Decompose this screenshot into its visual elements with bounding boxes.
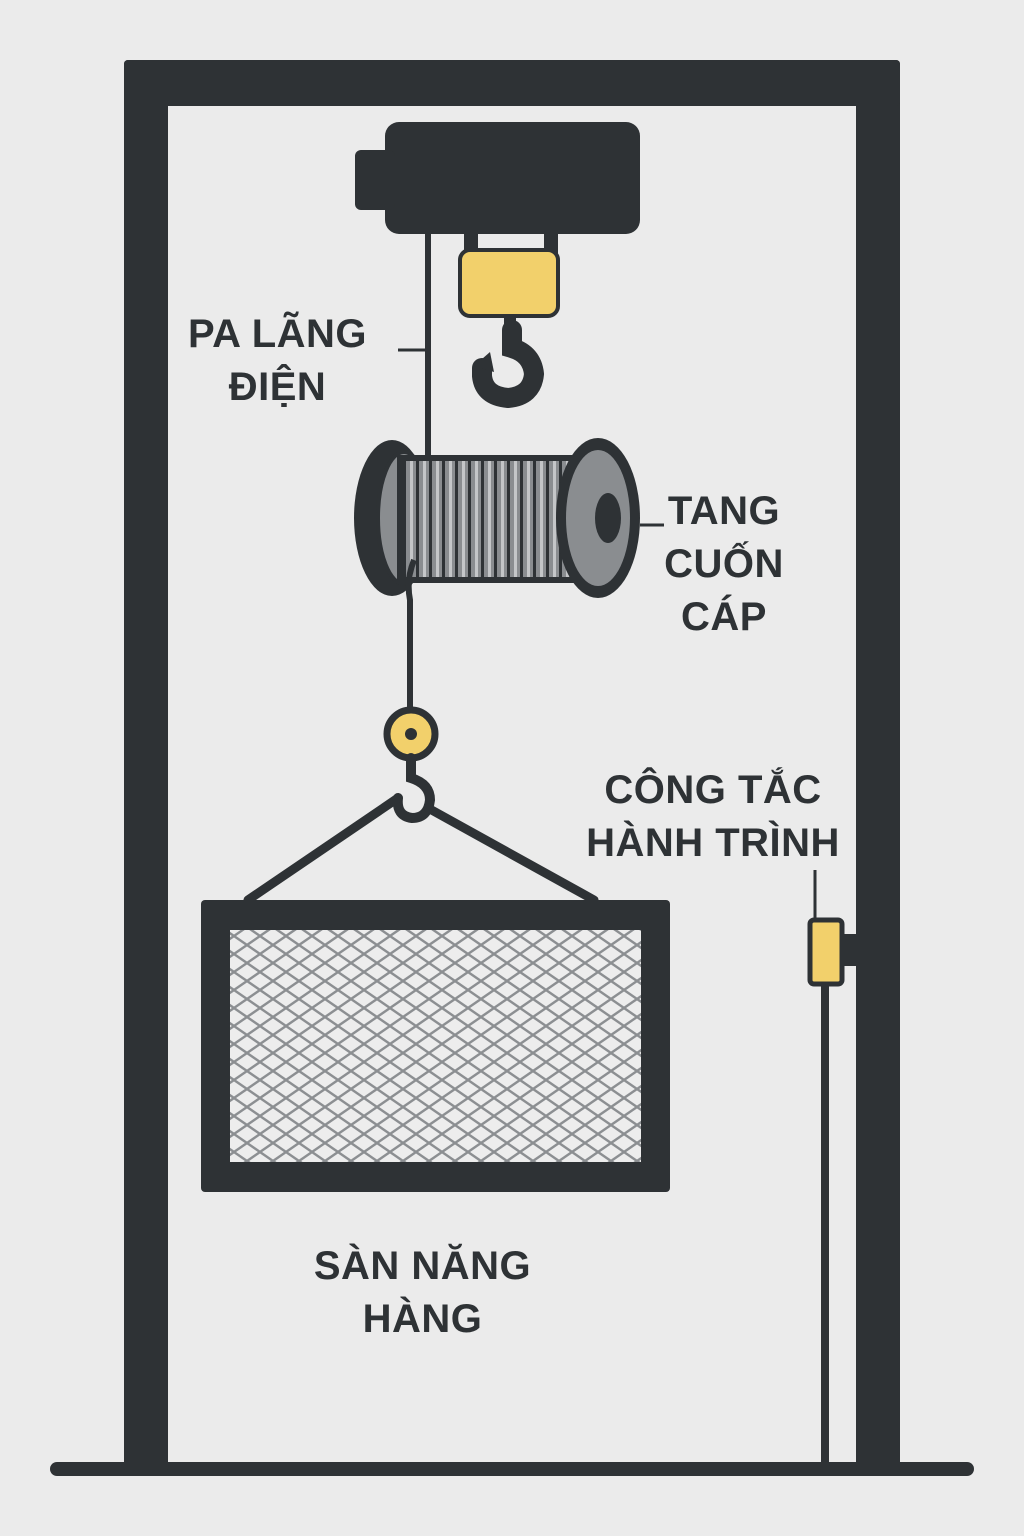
hoist-label: PA LÃNG ĐIỆN (150, 308, 405, 414)
platform-slings (243, 793, 599, 905)
electric-hoist (355, 122, 640, 330)
leader-lines (398, 348, 817, 920)
limit-switch-label: CÔNG TẮC HÀNH TRÌNH (540, 764, 886, 870)
lift-cable (405, 558, 417, 712)
drum-label-line-3: CÁP (681, 595, 767, 639)
cable-drum (354, 438, 640, 598)
cargo-platform (201, 900, 670, 1192)
platform-label-line-1: SÀN NĂNG (313, 1244, 532, 1288)
lower-hook-icon (392, 753, 436, 824)
platform-label-line-2: HÀNG (362, 1297, 483, 1341)
platform-label: SÀN NĂNG HÀNG (250, 1240, 595, 1346)
limit-switch-icon (807, 917, 860, 1466)
limit-switch-label-line-2: HÀNH TRÌNH (586, 821, 840, 865)
limit-switch-label-line-1: CÔNG TẮC (604, 768, 822, 812)
drum-label-line-1: TANG (667, 489, 781, 533)
hoist-label-line-2: ĐIỆN (228, 365, 327, 409)
hoist-label-line-1: PA LÃNG (187, 312, 368, 356)
ground-line (50, 1462, 974, 1476)
hook-icon (472, 320, 545, 409)
gantry-frame (124, 60, 900, 1472)
drum-label: TANG CUỐN CÁP (664, 485, 784, 644)
pulley-icon (383, 706, 439, 762)
drum-label-line-2: CUỐN (664, 542, 784, 586)
